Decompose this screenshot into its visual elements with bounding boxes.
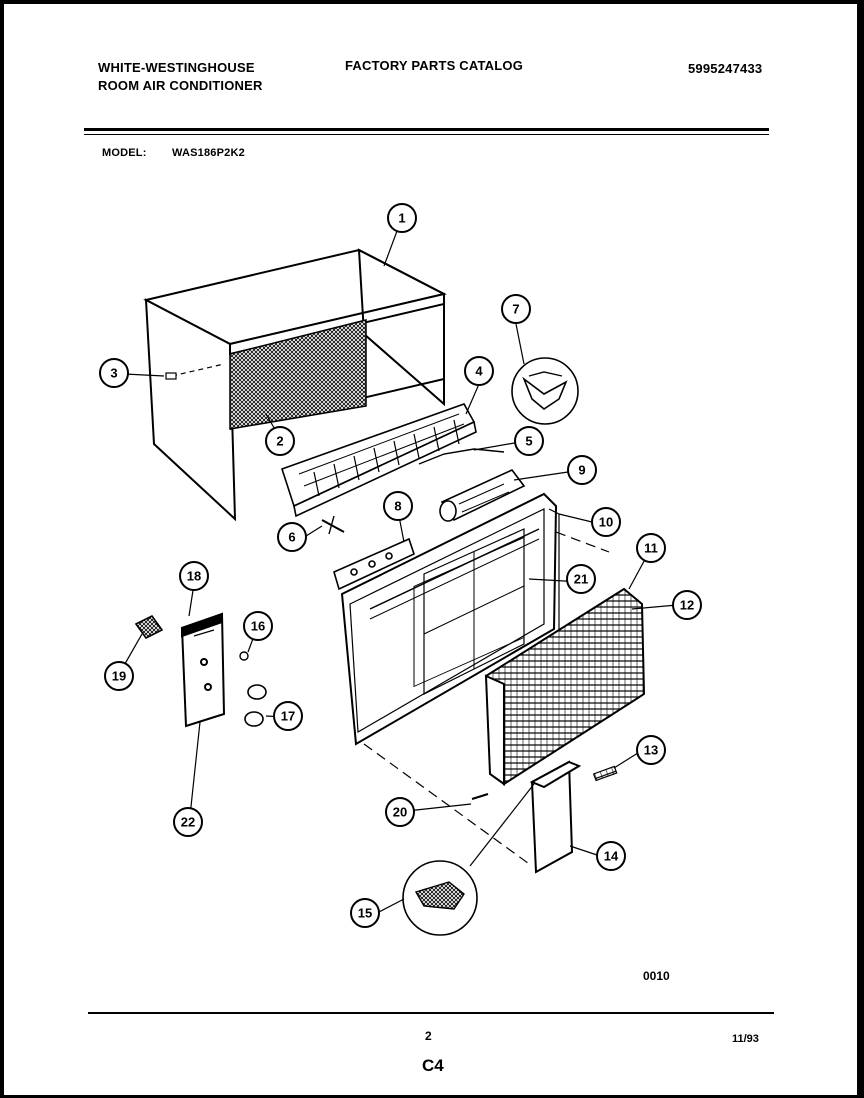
callout-10: 10 [591,507,621,537]
callout-5: 5 [514,426,544,456]
callout-2: 2 [265,426,295,456]
svg-text:15: 15 [358,906,372,921]
svg-text:9: 9 [578,463,585,478]
exploded-parts-diagram: 1 2 3 4 5 6 7 8 9 10 11 12 13 14 15 16 1… [99,203,702,936]
callout-7: 7 [501,294,531,324]
footer-date: 11/93 [732,1033,759,1045]
svg-text:17: 17 [281,709,295,724]
louver-assembly [280,403,477,518]
catalog-number: 5995247433 [688,61,763,76]
svg-text:12: 12 [680,598,694,613]
callout-6: 6 [277,522,307,552]
callout-17: 17 [273,701,303,731]
svg-text:20: 20 [393,805,407,820]
svg-text:21: 21 [574,572,588,587]
catalog-title: FACTORY PARTS CATALOG [345,58,524,73]
catalog-page: WHITE-WESTINGHOUSE ROOM AIR CONDITIONER … [4,4,857,1095]
model-value: WAS186P2K2 [172,147,245,159]
model-label: MODEL: [102,147,147,159]
svg-text:1: 1 [398,211,405,226]
svg-text:3: 3 [110,366,117,381]
svg-text:7: 7 [512,302,519,317]
control-panel [180,612,226,728]
callout-18: 18 [179,561,209,591]
page-number: 2 [425,1029,432,1043]
header-rule-top [84,128,769,131]
header-rule-bottom [84,134,769,135]
brand-line-2: ROOM AIR CONDITIONER [98,78,263,93]
svg-text:2: 2 [276,434,283,449]
front-frame [340,492,560,746]
callout-1: 1 [387,203,417,233]
callout-3: 3 [99,358,129,388]
callout-20: 20 [385,797,415,827]
svg-text:14: 14 [604,849,619,864]
svg-text:10: 10 [599,515,613,530]
callout-9: 9 [567,455,597,485]
svg-text:6: 6 [288,530,295,545]
figure-code: 0010 [643,969,670,983]
svg-text:19: 19 [112,669,126,684]
svg-text:11: 11 [644,541,658,556]
callout-11: 11 [636,533,666,563]
callout-19: 19 [104,661,134,691]
footer-rule [88,1012,774,1014]
front-grille [484,587,646,786]
callout-14: 14 [596,841,626,871]
brand-line-1: WHITE-WESTINGHOUSE [98,60,255,75]
callout-13: 13 [636,735,666,765]
callout-8: 8 [383,491,413,521]
svg-text:8: 8 [394,499,401,514]
callout-22: 22 [173,807,203,837]
filter-door [529,760,582,874]
svg-text:13: 13 [644,743,658,758]
callout-16: 16 [243,611,273,641]
callout-4: 4 [464,356,494,386]
cabinet-shell [143,248,447,522]
callout-12: 12 [672,590,702,620]
callout-15: 15 [350,898,380,928]
svg-text:18: 18 [187,569,201,584]
svg-text:16: 16 [251,619,265,634]
section-code: C4 [422,1056,444,1075]
svg-text:5: 5 [525,434,532,449]
svg-text:4: 4 [475,364,483,379]
blower-wheel [439,469,526,522]
control-bracket [333,537,415,591]
svg-text:22: 22 [181,815,195,830]
callout-21: 21 [566,564,596,594]
